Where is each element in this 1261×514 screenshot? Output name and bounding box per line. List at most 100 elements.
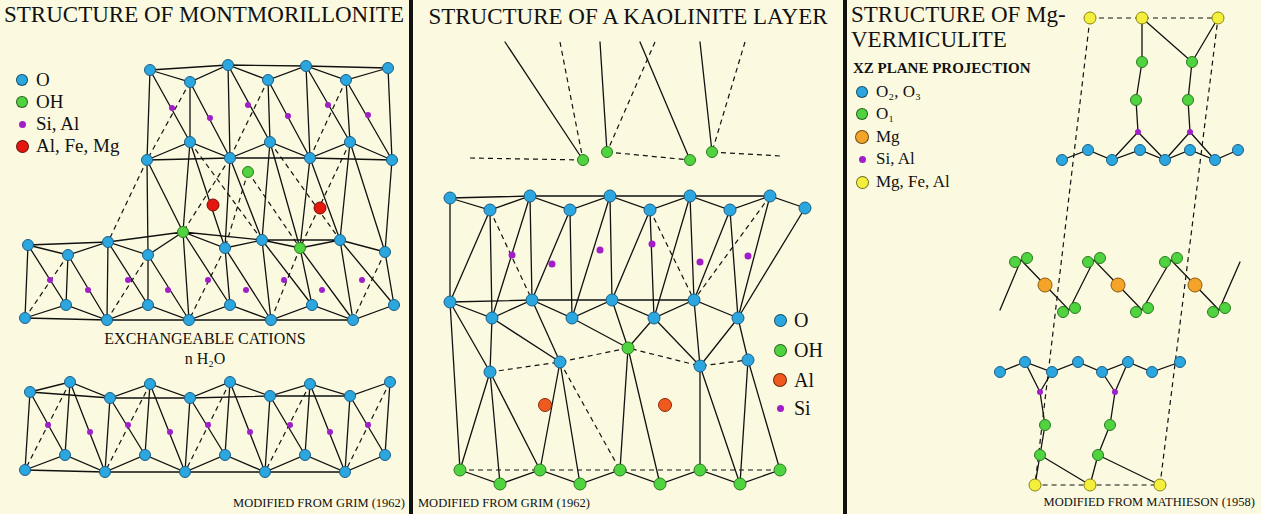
legend-text: OH xyxy=(36,92,63,113)
legend-item: O₂, O₃ xyxy=(853,82,921,102)
montmorillonite-atoms-part xyxy=(243,167,254,178)
legend-text: O₁ xyxy=(876,105,894,124)
montmorillonite-atoms-part xyxy=(225,377,236,388)
montmorillonite-atoms-part xyxy=(319,287,325,293)
kaolinite-atoms-part xyxy=(654,478,666,490)
montmorillonite-atoms-part xyxy=(223,60,234,71)
montmorillonite-atoms-part xyxy=(387,155,398,166)
kaolinite-atoms-part xyxy=(614,464,626,476)
kaolinite-atoms-part xyxy=(649,241,656,248)
kaolinite-atoms-part xyxy=(648,312,660,324)
note-label: MODIFIED FROM GRIM (1962) xyxy=(195,496,405,510)
montmorillonite-atoms-part xyxy=(287,422,293,428)
montmorillonite-atoms-part xyxy=(205,277,211,283)
montmorillonite-atoms-part xyxy=(345,391,356,402)
vermiculite-bonds-part xyxy=(1035,392,1160,485)
kaolinite-atoms-part xyxy=(444,296,456,308)
legend-item: Mg, Fe, Al xyxy=(853,172,950,192)
vermiculite-atoms-part xyxy=(1188,278,1202,292)
vermiculite-atoms-part xyxy=(1183,95,1194,106)
kaolinite-atoms-part xyxy=(534,464,546,476)
montmorillonite-atoms-part xyxy=(225,300,236,311)
legend-item: Si, Al xyxy=(13,113,79,136)
montmorillonite-atoms-part xyxy=(325,102,331,108)
vermiculite-atoms-part xyxy=(1131,95,1142,106)
montmorillonite-bonds-part xyxy=(30,382,390,398)
montmorillonite-atoms-part xyxy=(300,450,311,461)
montmorillonite-atoms-part xyxy=(281,277,287,283)
montmorillonite-atoms-part xyxy=(225,153,236,164)
vermiculite-atoms-part xyxy=(995,367,1006,378)
legend-text: O₂, O₃ xyxy=(876,83,921,102)
montmorillonite-atoms-part xyxy=(45,422,51,428)
legend-swatch xyxy=(16,96,28,108)
vermiculite-atoms-part xyxy=(1058,307,1069,318)
legend-item: O₁ xyxy=(853,104,894,124)
vermiculite-bonds xyxy=(1000,18,1240,485)
vermiculite-atoms-part xyxy=(1131,307,1142,318)
kaolinite-atoms-part xyxy=(524,190,536,202)
kaolinite-atoms-part xyxy=(774,464,786,476)
vermiculite-atoms-part xyxy=(1073,357,1084,368)
montmorillonite-atoms-part xyxy=(380,450,391,461)
montmorillonite-atoms-part xyxy=(185,137,196,148)
montmorillonite-atoms-part xyxy=(103,237,114,248)
montmorillonite-atoms-part xyxy=(143,250,154,261)
legend-swatch-holder xyxy=(853,108,871,120)
legend-swatch-holder xyxy=(13,140,31,153)
vermiculite-atoms-part xyxy=(1070,303,1081,314)
vermiculite-atoms-part xyxy=(1137,57,1148,68)
montmorillonite-atoms-part xyxy=(65,377,76,388)
vermiculite-atoms xyxy=(995,12,1244,491)
legend-swatch-holder xyxy=(853,130,871,144)
montmorillonite-atoms-part xyxy=(295,243,306,254)
montmorillonite-atoms-part xyxy=(314,202,326,214)
kaolinite-atoms-part xyxy=(564,204,576,216)
legend-swatch-holder xyxy=(13,96,31,108)
vermiculite-atoms-part xyxy=(1143,303,1154,314)
legend-text: Si, Al xyxy=(876,150,915,169)
legend-text: O xyxy=(36,70,50,91)
legend-swatch xyxy=(774,314,787,327)
kaolinite-atoms-part xyxy=(554,356,566,368)
vermiculite-atoms-part xyxy=(1057,155,1068,166)
vermiculite-atoms-part xyxy=(1136,12,1148,24)
montmorillonite-atoms-part xyxy=(63,250,74,261)
montmorillonite-atoms-part xyxy=(207,199,219,211)
montmorillonite-atoms-part xyxy=(380,247,391,258)
montmorillonite-atoms-part xyxy=(47,277,53,283)
vermiculite-atoms-part xyxy=(1022,253,1033,264)
legend-swatch xyxy=(16,140,29,153)
montmorillonite-atoms-part xyxy=(165,287,171,293)
montmorillonite-atoms-part xyxy=(145,379,156,390)
legend-swatch xyxy=(855,130,869,144)
montmorillonite-atoms-part xyxy=(365,112,371,118)
montmorillonite-atoms-part xyxy=(142,155,153,166)
vermiculite-atoms-part xyxy=(1160,155,1171,166)
montmorillonite-atoms-part xyxy=(385,377,396,388)
vermiculite-bonds-part xyxy=(1035,18,1218,485)
legend-swatch xyxy=(19,121,26,128)
montmorillonite-atoms-part xyxy=(263,75,274,86)
legend-item: OH xyxy=(771,338,823,362)
vermiculite-atoms-part xyxy=(1097,367,1108,378)
note-label: EXCHANGEABLE CATIONS xyxy=(50,330,360,348)
panel-ground-part xyxy=(409,0,413,514)
vermiculite-atoms-part xyxy=(1111,278,1125,292)
montmorillonite-atoms-part xyxy=(345,137,356,148)
legend-swatch xyxy=(856,86,868,98)
legend-text: OH xyxy=(794,339,823,361)
montmorillonite-atoms-part xyxy=(243,287,249,293)
kaolinite-atoms-part xyxy=(622,342,634,354)
kaolinite-atoms-part xyxy=(694,464,706,476)
montmorillonite-atoms-part xyxy=(305,379,316,390)
vermiculite-atoms-part xyxy=(1187,129,1193,135)
note-label: n H₂O xyxy=(50,350,360,368)
vermiculite-atoms-part xyxy=(1160,257,1171,268)
montmorillonite-bonds xyxy=(25,65,394,472)
vermiculite-atoms-part xyxy=(1047,367,1058,378)
kaolinite-atoms-part xyxy=(659,399,672,412)
montmorillonite-bonds-part xyxy=(25,382,390,472)
